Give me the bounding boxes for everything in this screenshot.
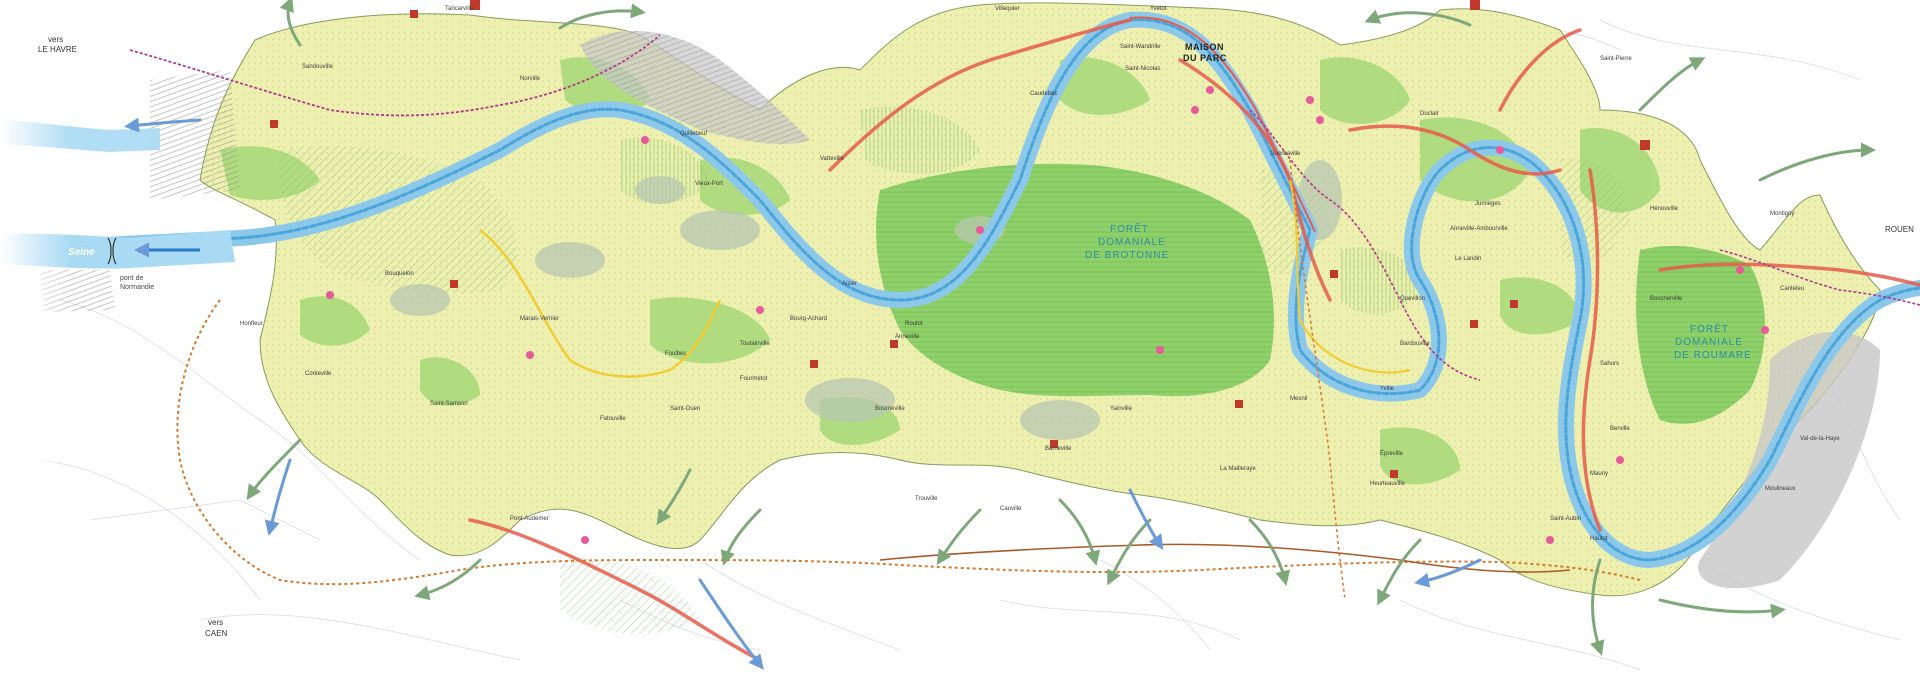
town-label: Fatouville [600, 416, 626, 422]
town-label: Cauville [1000, 506, 1022, 512]
town-label: Honfleur [240, 321, 263, 327]
label-foret-roumare-3: DE ROUMARE [1674, 350, 1752, 361]
town-label: Quevillon [1400, 296, 1425, 302]
town-label: Sahurs [1600, 361, 1619, 367]
town-label: Marais-Vernier [520, 316, 559, 322]
town-label: Tancarville [445, 6, 474, 12]
town-label: Saint-Samson [430, 401, 468, 407]
town-label: Toutainville [740, 341, 770, 347]
town-label: Anneville [895, 334, 920, 340]
town-label: Boscherville [1650, 296, 1683, 302]
foret-brotonne-hatch [876, 163, 1274, 397]
town-label: Moulineaux [1765, 486, 1796, 492]
town-label: Saint-Wandrille [1120, 44, 1161, 50]
town-label: Saint-Ouen [670, 406, 700, 412]
poi-markers [270, 0, 1769, 544]
town-label: Caudebec [1030, 91, 1057, 97]
trail-brown-south [879, 543, 1571, 573]
town-label: Conteville [305, 371, 332, 377]
label-foret-brotonne-2: DOMANIALE [1098, 237, 1166, 248]
town-label: Jumièges [1475, 201, 1501, 207]
label-vers-le-havre-1: vers [48, 35, 63, 44]
town-label: Yvetot [1150, 6, 1167, 12]
town-label: Saint-Aubin [1550, 516, 1581, 522]
town-label: Yville [1380, 386, 1395, 392]
town-label: Aizier [842, 281, 857, 287]
label-maison-du-parc-2: DU PARC [1183, 53, 1227, 63]
scenic-route-yellow-2 [1288, 179, 1411, 374]
town-label: Val-de-la-Haye [1800, 436, 1840, 442]
town-label: Routot [905, 321, 923, 327]
town-label: Guerbaville [1270, 151, 1301, 157]
town-label: Canteleu [1780, 286, 1804, 292]
town-label: Duclair [1420, 111, 1439, 117]
label-rouen: ROUEN [1885, 225, 1914, 234]
scenic-route-yellow [479, 229, 722, 378]
town-label: Vatteville [820, 156, 845, 162]
label-foret-roumare-2: DOMANIALE [1675, 337, 1743, 348]
town-label: Saint-Nicolas [1125, 66, 1160, 72]
label-foret-brotonne-1: FORÊT [1110, 222, 1149, 235]
label-pont-normandie-1: pont de [120, 275, 143, 282]
town-label: Épreville [1380, 450, 1404, 457]
pont-de-normandie [107, 237, 117, 265]
town-label: Bourg-Achard [790, 316, 827, 322]
town-label: Bardouville [1400, 341, 1430, 347]
town-label: Villequier [995, 6, 1020, 12]
label-seine: Seine [68, 247, 95, 258]
seine-river-edge [0, 18, 1920, 562]
fade-left-overlay [0, 0, 70, 678]
town-label: La Mailleraye [1220, 466, 1256, 472]
town-label: Heurteauville [1370, 481, 1406, 487]
town-label: Trouville [915, 496, 938, 502]
town-label: Montigny [1770, 211, 1794, 217]
town-label: Mauny [1590, 471, 1608, 477]
trail-orange [176, 299, 1641, 586]
town-label: Sandouville [302, 64, 334, 70]
cycle-route-purple [129, 34, 661, 117]
cycle-route-purple-2 [1249, 109, 1481, 381]
label-vers-caen-2: CAEN [205, 629, 227, 638]
label-foret-roumare-1: FORÊT [1690, 322, 1729, 335]
town-label: Foulbec [665, 351, 686, 357]
town-label: Fourmetot [740, 376, 768, 382]
cycle-route-purple-3 [1719, 249, 1920, 306]
town-label: Barneville [1045, 446, 1072, 452]
label-foret-brotonne-3: DE BROTONNE [1085, 250, 1169, 261]
town-label: Yainville [1110, 406, 1133, 412]
town-label: Pont-Audemer [510, 516, 549, 522]
meadow-hatched [620, 106, 1420, 314]
town-label: Norville [520, 76, 541, 82]
town-label: Quillebeuf [680, 131, 707, 137]
scenic-routes [468, 18, 1920, 662]
label-pont-normandie-2: Normandie [120, 284, 154, 291]
town-label: Bourneville [875, 406, 905, 412]
town-label: Vieux-Port [695, 181, 723, 187]
town-label: Bouquelon [385, 271, 414, 277]
water-corridor-arrows [124, 117, 1482, 670]
map-labels: vers LE HAVRE vers CAEN ROUEN Seine pont… [38, 6, 1914, 638]
grey-wetlands [390, 160, 1342, 440]
town-label: Mesnil [1290, 396, 1307, 402]
town-label: Anneville-Ambourville [1450, 226, 1508, 232]
town-label: Saint-Pierre [1600, 56, 1632, 62]
town-label: Hautot [1590, 536, 1608, 542]
label-vers-le-havre-2: LE HAVRE [38, 45, 77, 54]
seine-loop-red [1129, 16, 1316, 233]
foret-roumare-hatch [1636, 245, 1765, 424]
label-vers-caen-1: vers [208, 618, 223, 627]
town-label: Le Landin [1455, 256, 1481, 262]
town-label: Berville [1610, 426, 1630, 432]
town-label: Hénouville [1650, 206, 1679, 212]
label-maison-du-parc-1: MAISON [1185, 42, 1224, 52]
green-corridor-arrows [246, 0, 1876, 656]
